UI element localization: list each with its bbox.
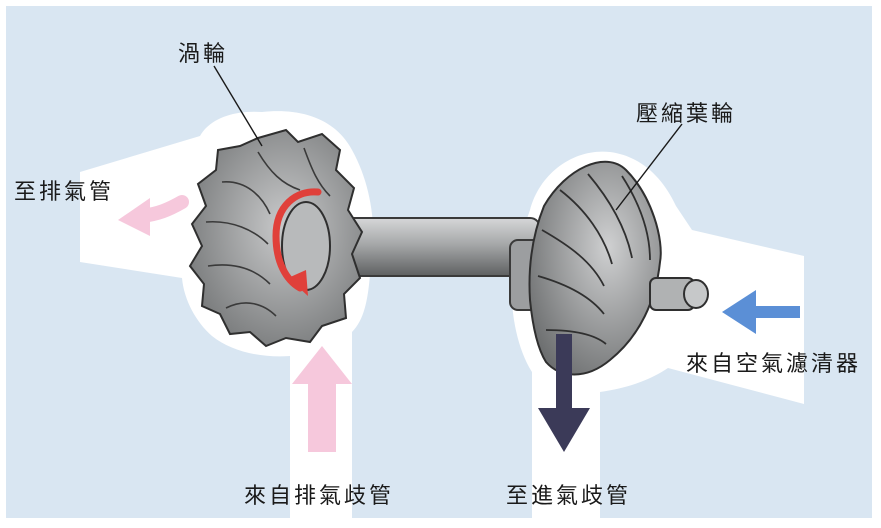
from-air-filter-label: 來自空氣濾清器 [686, 346, 861, 378]
to-exhaust-pipe-label: 至排氣管 [14, 174, 114, 206]
from-exhaust-manifold-label: 來自排氣歧管 [244, 478, 394, 510]
to-intake-manifold-label: 至進氣歧管 [506, 478, 631, 510]
nose-tip [684, 280, 708, 308]
compressor-wheel-label: 壓縮葉輪 [636, 96, 736, 128]
turbine-label: 渦輪 [178, 36, 228, 68]
